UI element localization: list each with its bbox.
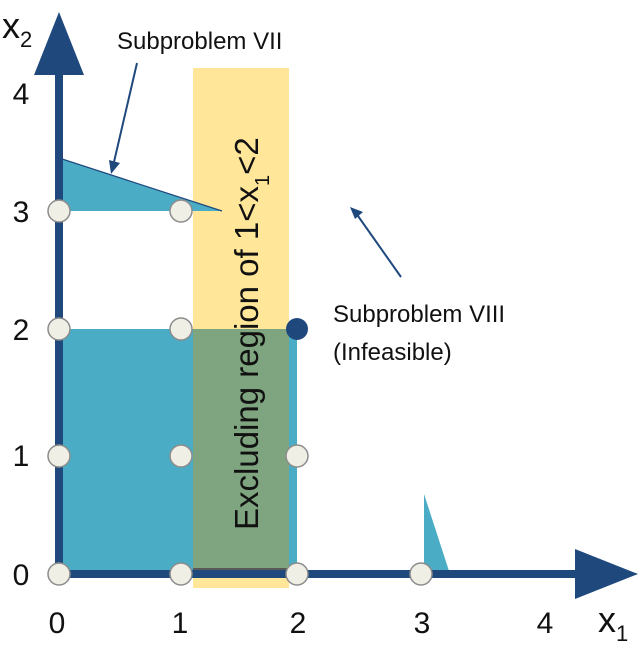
y-axis-arrowhead: [34, 12, 84, 75]
x-axis-label: x1: [598, 599, 628, 646]
y-tick-labels: 0 1 2 3 4: [13, 78, 30, 592]
subproblem-vii-label: Subproblem VII: [117, 28, 282, 55]
lattice-points: [47, 199, 433, 586]
subproblem-vii-arrow: [109, 62, 138, 174]
y-axis-label: x2: [2, 5, 32, 52]
subproblem-viii-note: (Infeasible): [333, 339, 452, 366]
subproblem-viii-label: Subproblem VIII: [333, 301, 505, 328]
x-axis-arrowhead: [575, 549, 638, 599]
x-tick-2: 2: [290, 607, 307, 640]
x-tick-4: 4: [537, 607, 554, 640]
point-0-2: [47, 317, 71, 341]
point-0-0: [47, 562, 71, 586]
y-tick-3: 3: [13, 196, 30, 229]
subproblem-viii-arrow: [350, 207, 402, 278]
point-0-3: [47, 199, 71, 223]
point-0-1: [47, 444, 71, 468]
point-1-1: [169, 444, 193, 468]
y-tick-2: 2: [13, 314, 30, 347]
point-2-1: [285, 444, 309, 468]
exclusion-label: Excluding region of 1<x1<2: [228, 137, 274, 530]
point-1-0: [169, 562, 193, 586]
y-tick-4: 4: [13, 78, 30, 111]
overlap-region: [193, 329, 289, 574]
y-tick-0: 0: [13, 559, 30, 592]
x-tick-labels: 0 1 2 3 4: [49, 607, 554, 640]
y-tick-1: 1: [13, 440, 30, 473]
point-1-3: [169, 199, 193, 223]
point-2-2-highlight: [286, 318, 308, 340]
point-2-0: [285, 562, 309, 586]
point-1-2: [169, 317, 193, 341]
point-3-0: [409, 562, 433, 586]
x-tick-0: 0: [49, 607, 66, 640]
x-tick-1: 1: [172, 607, 189, 640]
subproblem-x1-3-sliver: [424, 494, 450, 574]
subproblem-vii-edge: [59, 157, 223, 212]
x-tick-3: 3: [414, 607, 431, 640]
